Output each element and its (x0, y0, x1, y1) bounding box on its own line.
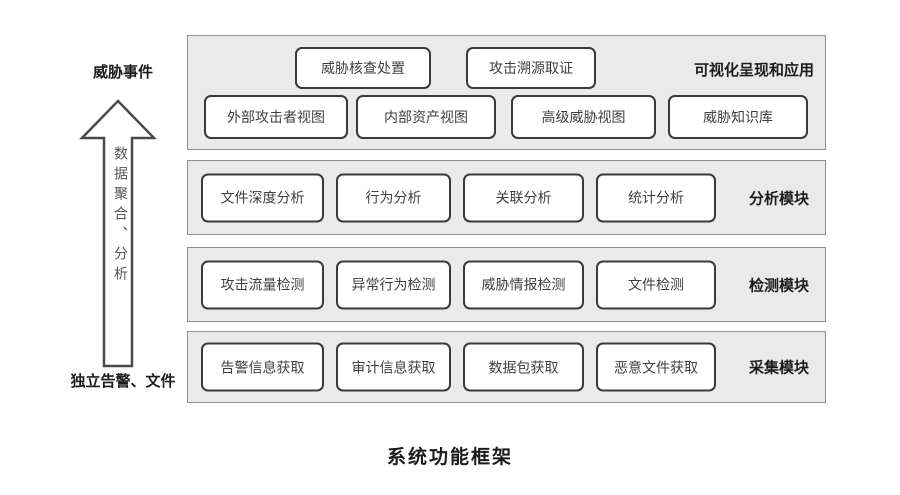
diagram-title: 系统功能框架 (386, 447, 513, 468)
box-audit-info-acquisition: 审计信息获取 (336, 342, 451, 392)
box-threat-check-disposal: 威胁核查处置 (295, 47, 431, 89)
arrow-axis-label: 数据聚合、分析 (113, 146, 129, 286)
box-attack-trace-forensics: 攻击溯源取证 (466, 47, 596, 89)
box-file-detection: 文件检测 (596, 260, 716, 309)
box-file-deep-analysis: 文件深度分析 (201, 173, 324, 222)
box-correlation-analysis: 关联分析 (463, 173, 584, 222)
box-behavior-analysis: 行为分析 (336, 173, 451, 222)
box-alert-info-acquisition: 告警信息获取 (201, 342, 324, 392)
band-detection: 检测模块 攻击流量检测 异常行为检测 威胁情报检测 文件检测 (187, 247, 826, 322)
box-statistical-analysis: 统计分析 (596, 173, 716, 222)
box-malicious-file-acquisition: 恶意文件获取 (596, 342, 716, 392)
band-collection-label: 采集模块 (748, 359, 809, 377)
box-threat-knowledge-base: 威胁知识库 (668, 95, 808, 139)
box-external-attacker-view: 外部攻击者视图 (204, 95, 348, 139)
axis-bottom-label: 独立告警、文件 (70, 373, 176, 390)
box-threat-intel-detection: 威胁情报检测 (463, 260, 584, 309)
band-analysis-label: 分析模块 (748, 190, 809, 207)
box-attack-traffic-detection: 攻击流量检测 (201, 260, 324, 309)
box-internal-asset-view: 内部资产视图 (356, 95, 496, 139)
band-analysis: 分析模块 文件深度分析 行为分析 关联分析 统计分析 (187, 160, 826, 235)
box-abnormal-behavior-detection: 异常行为检测 (336, 260, 451, 309)
band-visualization-label: 可视化呈现和应用 (693, 62, 814, 79)
box-packet-acquisition: 数据包获取 (463, 342, 584, 392)
axis-top-label: 威胁事件 (92, 64, 153, 81)
box-advanced-threat-view: 高级威胁视图 (511, 95, 656, 139)
band-detection-label: 检测模块 (748, 277, 809, 294)
band-collection: 采集模块 告警信息获取 审计信息获取 数据包获取 恶意文件获取 (187, 331, 826, 403)
up-arrow-icon (76, 98, 160, 368)
band-visualization: 可视化呈现和应用 威胁核查处置 攻击溯源取证 外部攻击者视图 内部资产视图 高级… (187, 35, 826, 150)
